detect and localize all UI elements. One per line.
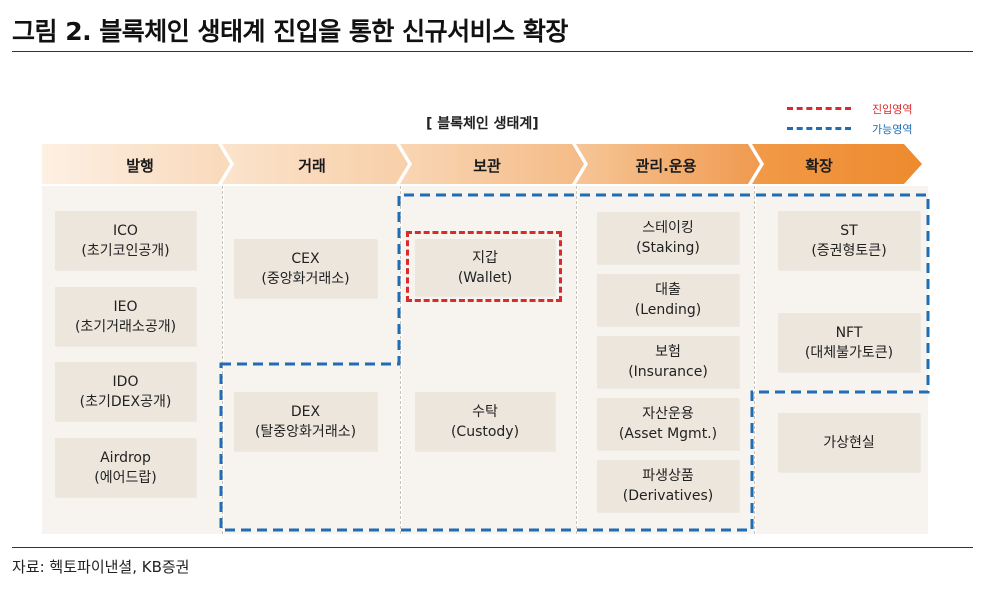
- service-name: 대출: [655, 282, 681, 298]
- service-description: (Insurance): [628, 364, 708, 380]
- service-box-security-token: ST (증권형토큰): [778, 211, 920, 270]
- service-box-insurance: 보험 (Insurance): [597, 336, 739, 388]
- stage-segment: [42, 144, 230, 184]
- service-description: (초기코인공개): [81, 242, 170, 259]
- blue-dashed-line-swatch: [787, 127, 851, 130]
- stage-segment: [576, 144, 760, 184]
- service-box-ieo: IEO (초기거래소공개): [55, 287, 196, 346]
- stage-label-management: 관리.운용: [635, 157, 697, 175]
- column-divider: [222, 186, 223, 534]
- service-name: 자산운용: [642, 406, 694, 422]
- stage-arrow: [42, 144, 922, 184]
- stage-segment: [222, 144, 408, 184]
- service-name: ST: [840, 222, 858, 239]
- service-description: (에어드랍): [94, 469, 157, 486]
- service-name: IEO: [113, 298, 138, 315]
- service-box-airdrop: Airdrop (에어드랍): [55, 438, 196, 497]
- service-description: (중앙화거래소): [261, 270, 350, 287]
- service-name: 가상현실: [823, 434, 875, 451]
- service-name: IDO: [112, 373, 139, 390]
- entry-area-outline: [406, 231, 562, 302]
- service-description: (Derivatives): [622, 488, 714, 504]
- legend-entry-possible-area: 가능영역: [787, 121, 937, 136]
- service-box-lending: 대출 (Lending): [597, 274, 739, 326]
- service-name: 수탁: [472, 403, 498, 420]
- red-dashed-line-swatch: [787, 107, 851, 110]
- service-box-dex: DEX (탈중앙화거래소): [234, 392, 377, 451]
- service-box-staking: 스테이킹 (Staking): [597, 212, 739, 264]
- service-name: DEX: [290, 403, 321, 420]
- service-description: (증권형토큰): [811, 242, 887, 259]
- service-box-cex: CEX (중앙화거래소): [234, 239, 377, 298]
- column-divider: [576, 186, 577, 534]
- stage-label-expansion: 확장: [805, 157, 833, 175]
- service-box-derivatives: 파생상품 (Derivatives): [597, 460, 739, 512]
- service-description: (초기거래소공개): [74, 318, 177, 335]
- service-description: (Staking): [636, 240, 700, 256]
- service-box-ico: ICO (초기코인공개): [55, 211, 196, 270]
- service-description: (탈중앙화거래소): [254, 423, 357, 440]
- stage-label-issue: 발행: [126, 157, 154, 175]
- service-name: 보험: [655, 344, 681, 360]
- stage-label-custody: 보관: [473, 157, 501, 175]
- service-name: 스테이킹: [642, 220, 694, 236]
- column-divider: [400, 186, 401, 534]
- figure-title: 그림 2. 블록체인 생태계 진입을 통한 신규서비스 확장: [12, 17, 568, 46]
- bottom-divider: [12, 547, 973, 548]
- legend-entry-entry-area: 진입영역: [787, 101, 937, 116]
- service-description: (Custody): [450, 423, 520, 440]
- service-description: (Lending): [634, 302, 702, 318]
- stage-segment: [400, 144, 584, 184]
- service-description: (대체불가토큰): [804, 344, 894, 361]
- service-name: Airdrop: [100, 449, 151, 466]
- column-divider: [754, 186, 755, 534]
- legend-label: 가능영역: [872, 123, 913, 136]
- service-name: CEX: [291, 250, 320, 267]
- service-name: NFT: [835, 324, 863, 341]
- service-box-nft: NFT (대체불가토큰): [778, 313, 920, 372]
- service-name: 파생상품: [642, 468, 694, 484]
- service-box-custody: 수탁 (Custody): [415, 392, 555, 451]
- stage-label-trade: 거래: [298, 157, 326, 175]
- service-box-asset-management: 자산운용 (Asset Mgmt.): [597, 398, 739, 450]
- legend: 진입영역 가능영역: [787, 101, 937, 141]
- service-description: (Asset Mgmt.): [618, 426, 718, 442]
- source-note: 자료: 헥토파이낸셜, KB증권: [12, 558, 190, 576]
- stage-segment: [752, 144, 922, 184]
- service-box-ido: IDO (초기DEX공개): [55, 362, 196, 421]
- service-box-virtual-reality: 가상현실: [778, 413, 920, 472]
- diagram-title: [ 블록체인 생태계]: [426, 116, 539, 132]
- service-name: ICO: [113, 222, 138, 239]
- service-description: (초기DEX공개): [79, 393, 172, 410]
- top-divider: [12, 51, 973, 52]
- legend-label: 진입영역: [872, 103, 913, 116]
